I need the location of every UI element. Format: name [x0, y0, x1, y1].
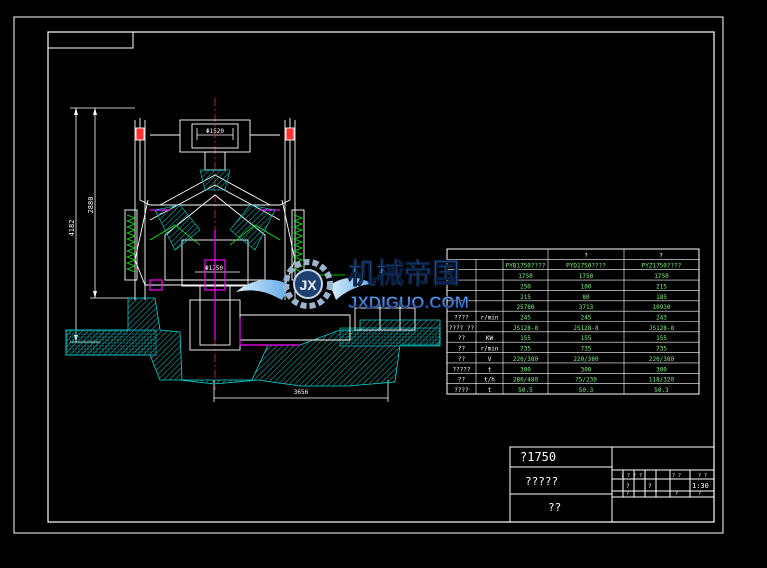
spec-cell-value: 185: [656, 294, 667, 301]
spec-cell-value: 735: [520, 346, 531, 353]
watermark: JX 机械帝国 JXDIGUO.COM: [236, 257, 469, 312]
watermark-right-wing-icon: [330, 277, 372, 300]
spec-row-label: ????: [454, 315, 469, 322]
sheet-border-outer: [13, 16, 724, 534]
spec-row-label: ??: [458, 356, 466, 363]
spec-table: ?? PYB1750???? PYD1750???? PYZ1750???? 1750 1…: [446, 248, 700, 395]
spec-cell-value: 10930: [652, 304, 670, 311]
spec-cell-value: JS128-8: [649, 325, 675, 332]
spec-cell-value: 220/380: [513, 356, 539, 363]
dim-total-height: 4182: [68, 220, 76, 237]
spec-cell-value: 25780: [516, 304, 534, 311]
spec-cell-value: 50.5: [518, 387, 533, 394]
watermark-left-wing-icon: [236, 279, 290, 300]
spec-cell-value: 118/320: [649, 377, 675, 384]
spec-cell-value: 155: [520, 335, 531, 342]
spec-header-cell: ?: [659, 252, 663, 259]
spec-cell-value: 75/230: [575, 377, 597, 384]
spec-col-head: PYB1750????: [506, 263, 546, 270]
watermark-gear-icon: [283, 259, 333, 309]
spec-row-unit: V: [488, 356, 492, 363]
spec-row-label: ???? ??: [449, 325, 475, 332]
title-block: [509, 446, 715, 523]
spec-row-unit: KW: [486, 335, 494, 342]
liner-hatching: [154, 169, 276, 251]
spec-row-unit: r/min: [480, 315, 498, 322]
title-block-row1-c: ? ?: [698, 473, 707, 479]
title-block-name: ?1750: [520, 450, 556, 464]
title-block-row1-b: ? ?: [672, 473, 681, 479]
spec-cell-value: 300: [656, 366, 667, 373]
spec-row-unit: t: [488, 366, 492, 373]
spec-cell-value: 50.3: [579, 387, 594, 394]
watermark-name-cn: 机械帝国: [348, 257, 460, 290]
title-block-row3-b: ?: [675, 491, 678, 497]
spec-cell-value: 80: [582, 294, 590, 301]
spec-cell-value: 220/380: [649, 356, 675, 363]
spec-col-head: PYZ1750????: [642, 263, 682, 270]
dim-base-width: 3656: [294, 389, 309, 396]
spec-cell-value: 735: [581, 346, 592, 353]
spec-row-label: ??: [458, 335, 466, 342]
adjusting-rods: [135, 118, 295, 165]
spec-cell-value: 245: [520, 315, 531, 322]
title-block-row3-c: ?: [698, 491, 701, 497]
title-block-scale: 1:30: [692, 482, 709, 490]
spec-cell-value: 1750: [518, 273, 533, 280]
spec-cell-value: 300: [581, 366, 592, 373]
spec-row-unit: t/h: [484, 377, 495, 384]
spec-col-head: PYD1750????: [566, 263, 606, 270]
spec-cell-value: 1750: [654, 273, 669, 280]
spec-row-label: ??: [458, 346, 466, 353]
spec-cell-value: 1750: [579, 273, 594, 280]
spec-cell-value: 50.3: [654, 387, 669, 394]
spec-row-unit: r/min: [480, 346, 498, 353]
spec-cell-value: 215: [656, 283, 667, 290]
spec-cell-value: 735: [656, 346, 667, 353]
title-block-sub: ?????: [525, 475, 558, 488]
title-block-bottom: ??: [548, 501, 561, 514]
spec-row-unit: t: [488, 387, 492, 394]
spec-cell-value: 250: [520, 283, 531, 290]
spec-cell-value: JS128-8: [573, 325, 599, 332]
top-left-label-box: [47, 31, 134, 49]
spec-cell-value: 155: [581, 335, 592, 342]
spec-cell-value: 155: [656, 335, 667, 342]
watermark-logo-letters: JX: [299, 277, 317, 293]
sheet-border-inner: [47, 31, 715, 523]
title-block-row3-a: ?: [626, 491, 629, 497]
spec-cell-value: 245: [581, 315, 592, 322]
title-block-row1-a: ? ? ? ?: [621, 473, 642, 479]
dim-feed-width: Φ1750: [205, 265, 223, 272]
spec-cell-value: JS128-8: [513, 325, 539, 332]
spec-cell-value: 3713: [579, 304, 594, 311]
watermark-url: JXDIGUO.COM: [348, 293, 469, 312]
spec-header-cell: ?: [584, 252, 588, 259]
spec-cell-value: 300: [520, 366, 531, 373]
spec-cell-value: 220/380: [573, 356, 599, 363]
spec-row-label: ?????: [452, 366, 470, 373]
spec-cell-value: 280/480: [513, 377, 539, 384]
spec-row-label: ??: [458, 377, 466, 384]
spec-cell-value: 243: [656, 315, 667, 322]
title-block-row2-b: ?: [648, 483, 652, 490]
title-block-row2-a: ?: [626, 483, 630, 490]
spec-cell-value: 100: [581, 283, 592, 290]
spec-row-label: ????: [454, 387, 469, 394]
spec-cell-value: 215: [520, 294, 531, 301]
dim-upper-height: 2880: [87, 197, 95, 214]
